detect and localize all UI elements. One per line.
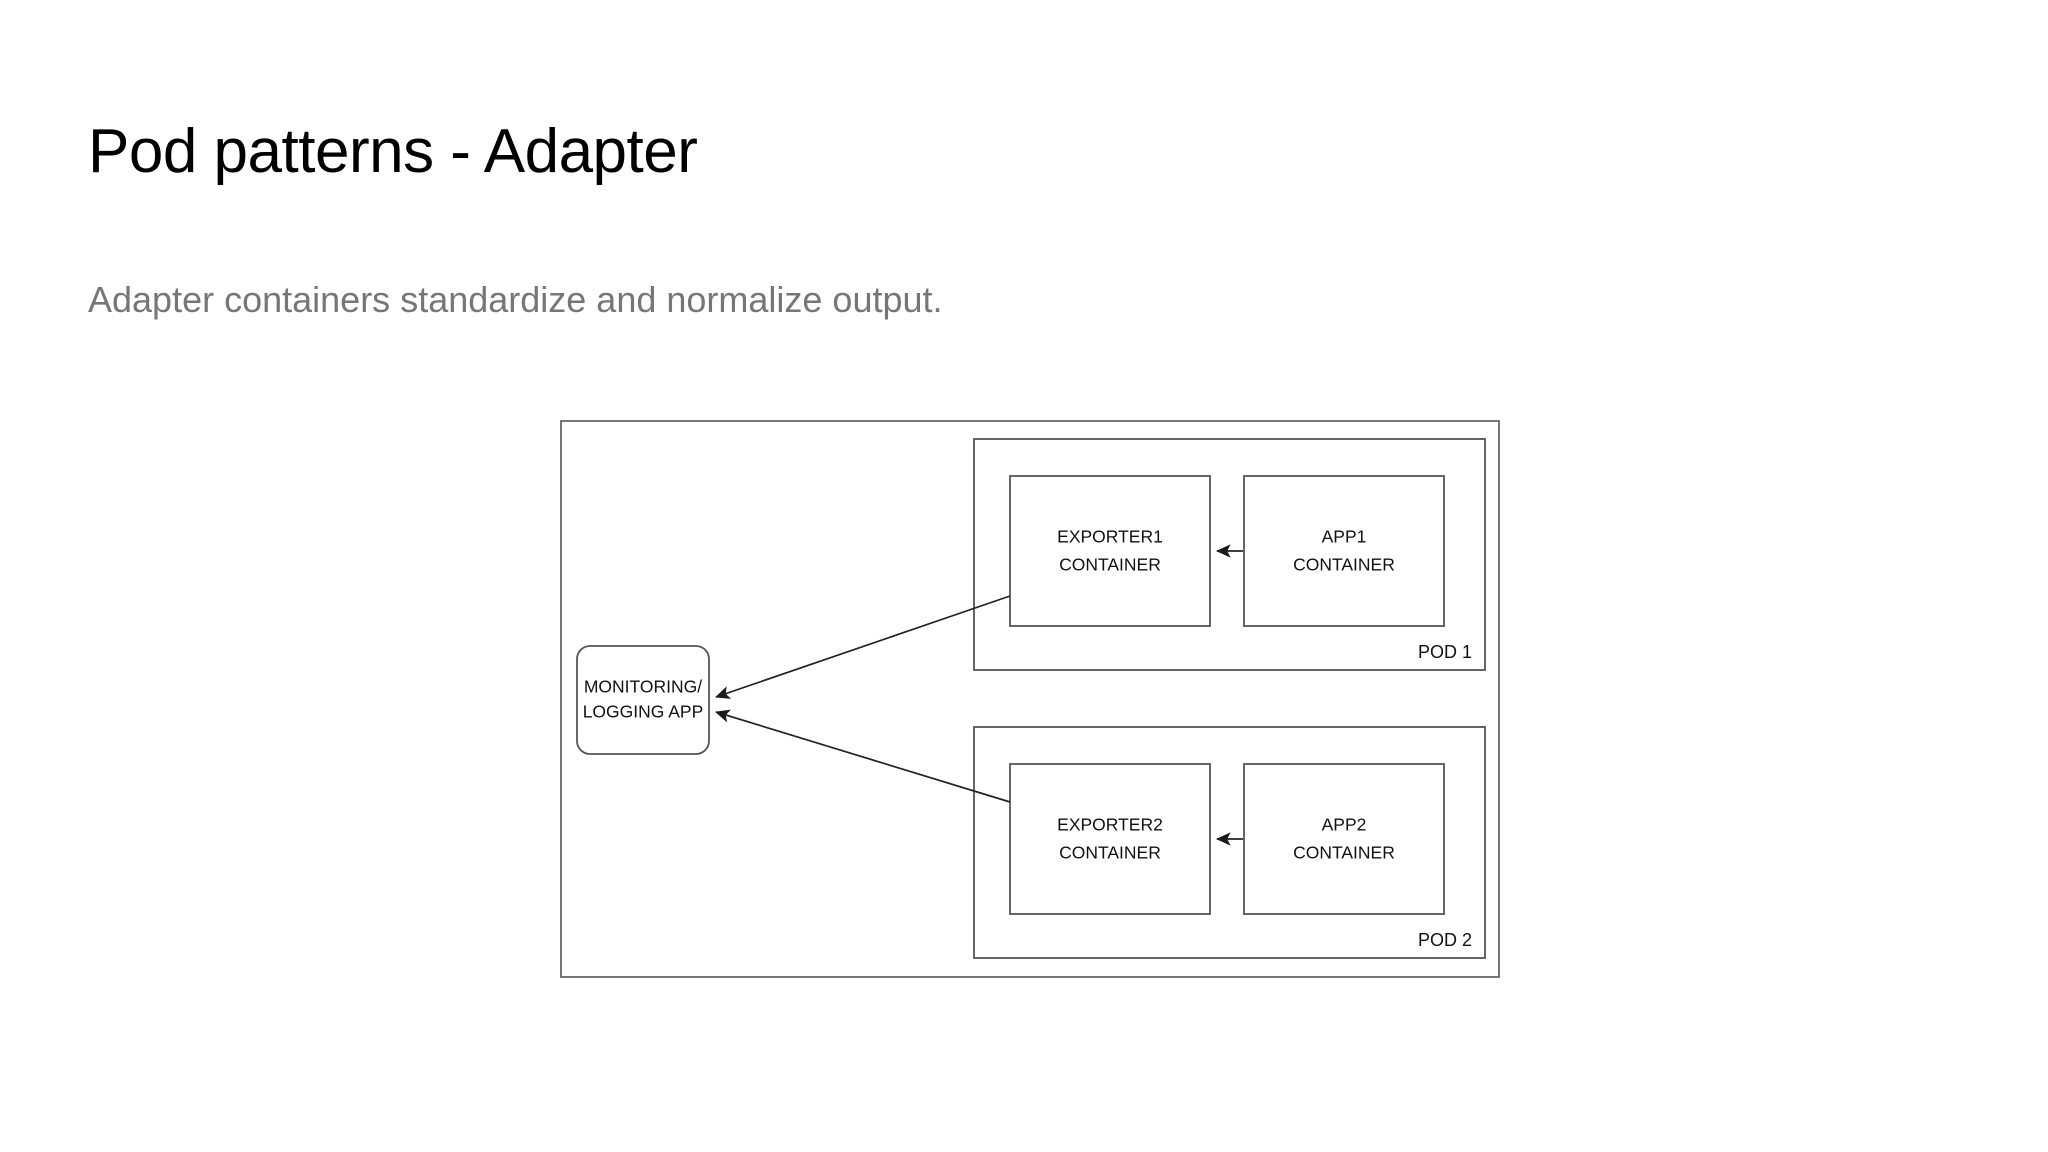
app2-container-label-line1: APP2 [1322,815,1367,835]
app1-container-box [1243,475,1445,627]
monitoring-logging-app-label-line1: MONITORING/ [584,677,702,697]
exporter2-container-box [1009,763,1211,915]
app1-container-label-line2: CONTAINER [1293,555,1395,575]
edge-exporter2-to-monitoring [715,709,1011,803]
exporter1-container-label-line1: EXPORTER1 [1057,527,1163,547]
adapter-pattern-diagram: EXPORTER1 CONTAINER APP1 CONTAINER POD 1… [560,420,1500,980]
exporter1-container-box [1009,475,1211,627]
app2-container-box [1243,763,1445,915]
app2-container-label-line2: CONTAINER [1293,843,1395,863]
exporter1-container-label-line2: CONTAINER [1059,555,1161,575]
app1-container-label-line1: APP1 [1322,527,1367,547]
page-title: Pod patterns - Adapter [88,117,698,186]
monitoring-logging-app-box [576,645,710,755]
pod-1-label: POD 1 [1418,642,1472,662]
pod-2-label: POD 2 [1418,930,1472,950]
exporter2-container-label-line1: EXPORTER2 [1057,815,1163,835]
exporter2-container-label-line2: CONTAINER [1059,843,1161,863]
monitoring-logging-app-label-line2: LOGGING APP [583,702,704,722]
edge-exporter1-to-monitoring [715,595,1011,699]
slide-subtitle: Adapter containers standardize and norma… [88,279,943,320]
